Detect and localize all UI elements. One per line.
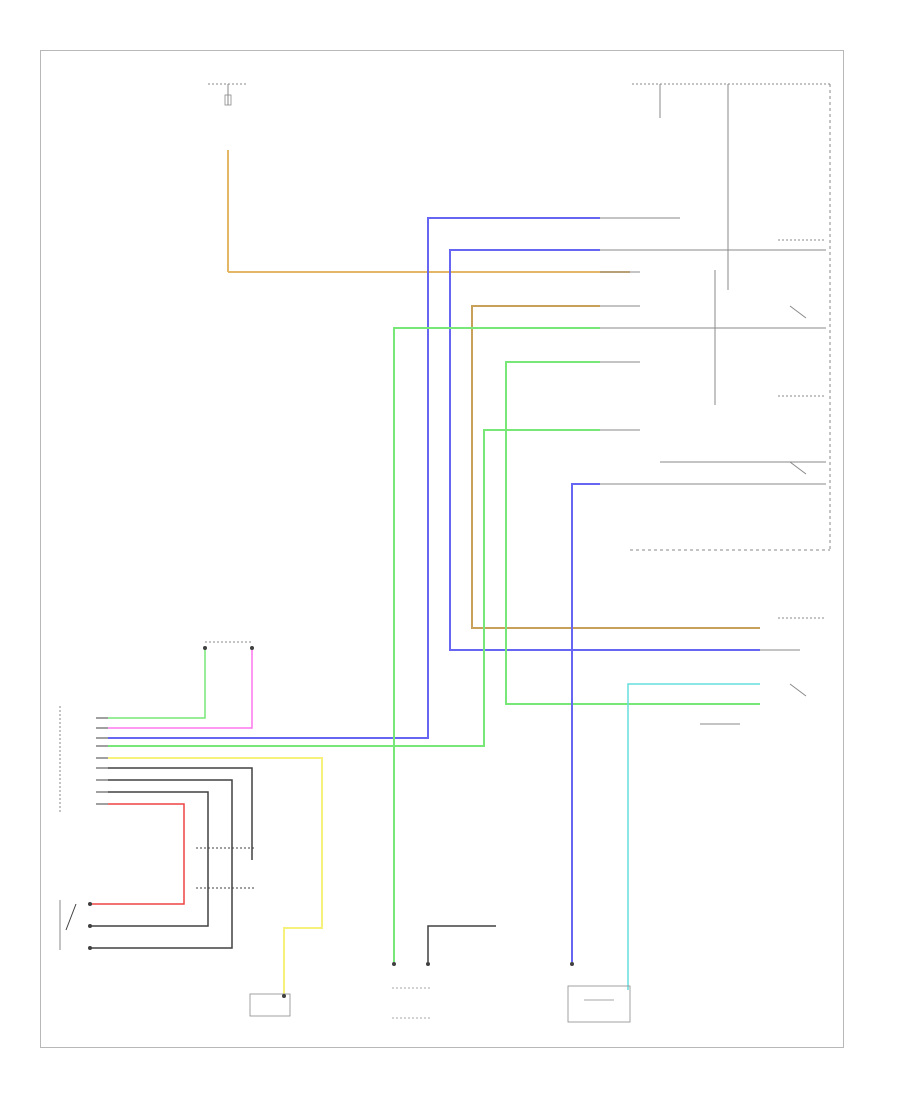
wire-yellow xyxy=(108,757,323,994)
wires-dark xyxy=(90,767,256,949)
wire-blue-2 xyxy=(449,249,760,651)
wire-blue-3 xyxy=(571,483,600,962)
fuse-feed-right xyxy=(630,83,831,551)
wire-green-2 xyxy=(505,361,760,705)
switch-bottom-right xyxy=(567,962,631,1023)
wire-green-3 xyxy=(108,429,600,747)
fuse-left-symbol xyxy=(224,94,232,106)
relay-block-lower xyxy=(700,617,826,725)
wire-red xyxy=(90,803,185,905)
wire-blue-1 xyxy=(108,217,600,739)
wire-green-1 xyxy=(393,327,600,962)
diagram-frame xyxy=(40,50,844,1048)
switch-bottom-middle xyxy=(392,925,496,1019)
fuse-feed-left xyxy=(208,83,630,273)
wire-cyan xyxy=(627,683,760,990)
sensor-bottom-yellow xyxy=(249,993,291,1017)
relay-switch-2 xyxy=(789,461,807,475)
module-left-pins xyxy=(59,706,108,812)
relay-switch-1 xyxy=(789,305,807,319)
relay-lower-switch xyxy=(789,683,807,697)
wire-dark-orange xyxy=(471,305,760,629)
connector-top-left xyxy=(203,641,254,650)
wire-pink xyxy=(108,648,253,729)
pressure-sensor xyxy=(59,900,92,950)
harness-upper xyxy=(600,217,826,485)
wire-green-4 xyxy=(108,648,206,719)
